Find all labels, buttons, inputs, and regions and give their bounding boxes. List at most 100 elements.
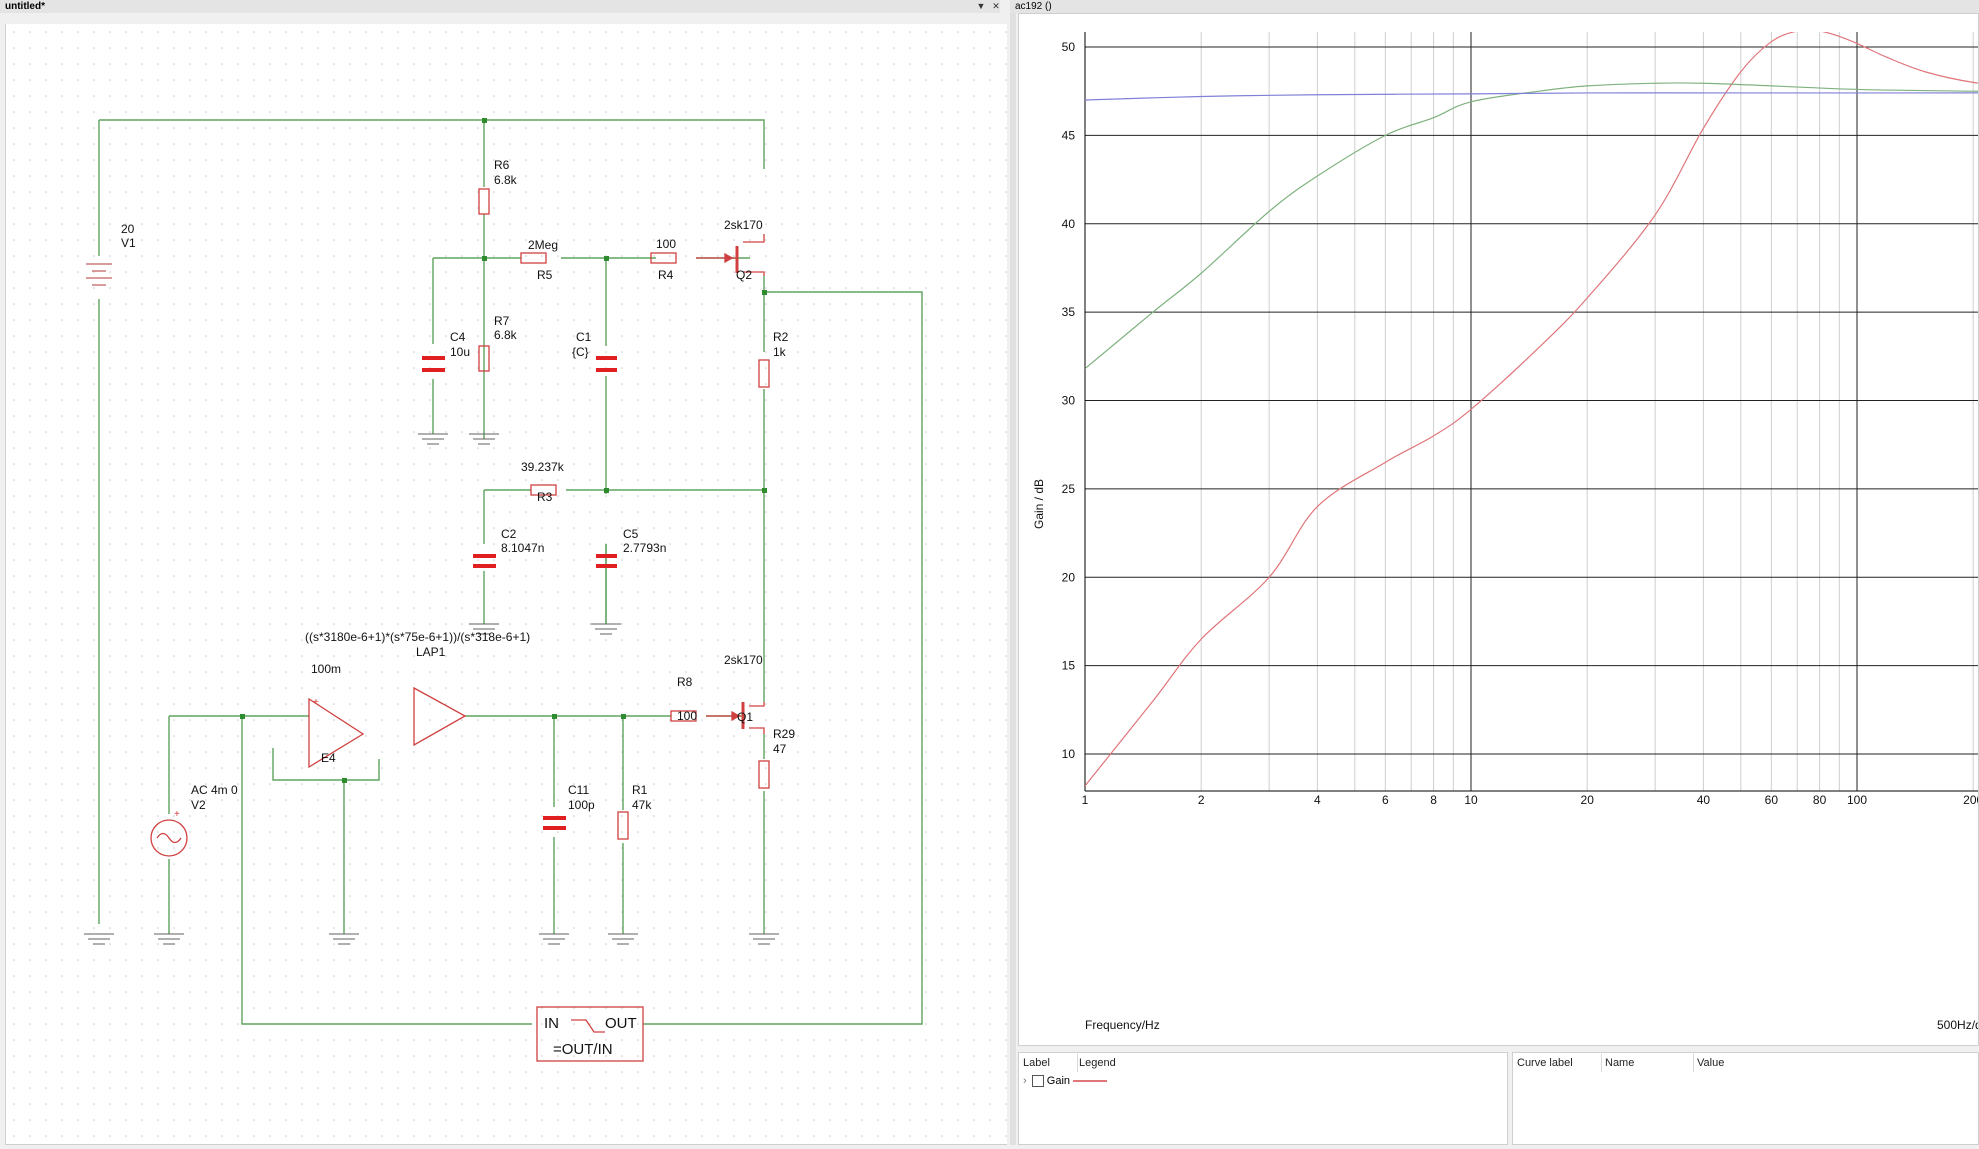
legend-row-gain[interactable]: › Gain xyxy=(1023,1075,1108,1089)
r7-ref: R7 xyxy=(494,314,510,328)
x-tick-label: 20 xyxy=(1581,793,1595,807)
capacitors xyxy=(422,356,617,830)
v2-value: AC 4m 0 xyxy=(191,783,238,797)
dropdown-icon[interactable]: ▼ xyxy=(976,1,986,11)
legend-legend-header: Legend xyxy=(1079,1057,1116,1069)
series-line-0 xyxy=(1085,32,1979,787)
legend-checkbox[interactable] xyxy=(1031,1075,1044,1088)
probe-expression: =OUT/IN xyxy=(553,1041,613,1058)
r29-value: 47 xyxy=(773,742,787,756)
c11-ref: C11 xyxy=(568,783,589,797)
x-tick-label: 60 xyxy=(1765,793,1779,807)
curve-name-header: Name xyxy=(1605,1057,1635,1069)
r3-ref: R3 xyxy=(537,490,553,504)
x-tick-label: 40 xyxy=(1697,793,1711,807)
y-tick-label: 15 xyxy=(1062,659,1076,673)
q2-ref: Q2 xyxy=(736,268,752,282)
curve-label-header: Curve label xyxy=(1517,1057,1573,1069)
lap1-ref: LAP1 xyxy=(416,645,446,659)
v1-value: 20 xyxy=(121,222,135,236)
c5-value: 2.7793n xyxy=(623,541,666,555)
r4-ref: R4 xyxy=(658,268,674,282)
grounds xyxy=(84,433,779,945)
x-tick-label: 4 xyxy=(1314,793,1321,807)
c2-value: 8.1047n xyxy=(501,541,544,555)
components xyxy=(86,188,770,1062)
schematic-title-bar: untitled* xyxy=(0,0,1000,13)
opamp-plus-sign: + xyxy=(313,697,319,708)
r5-value: 2Meg xyxy=(528,238,558,252)
legend-label-header: Label xyxy=(1023,1057,1050,1069)
junctions xyxy=(240,118,767,783)
close-icon[interactable]: ✕ xyxy=(992,1,1000,11)
c2-ref: C2 xyxy=(501,527,517,541)
y-axis-label: Gain / dB xyxy=(1032,479,1046,529)
probe-block[interactable]: IN OUT =OUT/IN xyxy=(544,1015,637,1058)
r3-value: 39.237k xyxy=(521,460,565,474)
column-divider xyxy=(1693,1054,1694,1072)
r8-ref: R8 xyxy=(677,675,693,689)
y-tick-label: 45 xyxy=(1062,128,1076,142)
q1-value: 2sk170 xyxy=(724,653,763,667)
legend-row-label: Gain xyxy=(1046,1075,1071,1087)
y-tick-label: 25 xyxy=(1062,482,1076,496)
v1-ref: V1 xyxy=(121,236,136,250)
y-tick-label: 20 xyxy=(1062,570,1076,584)
v2-ref: V2 xyxy=(191,798,206,812)
panel-splitter[interactable] xyxy=(1010,13,1016,1145)
legend-swatch xyxy=(1073,1080,1108,1083)
x-tick-label: 100 xyxy=(1847,793,1867,807)
component-labels: 20 V1 R6 6.8k 2Meg R5 100 R4 2sk170 Q2 C… xyxy=(121,158,795,820)
c11-value: 100p xyxy=(568,798,595,812)
series-line-2 xyxy=(1085,92,1979,101)
graph-panel[interactable]: 1246810204060801002004006008001k2k4k 101… xyxy=(1018,13,1979,1046)
curve-panel[interactable]: Curve label Name Value xyxy=(1512,1052,1979,1145)
c5-ref: C5 xyxy=(623,527,639,541)
x-tick-label: 200 xyxy=(1963,793,1978,807)
r2-ref: R2 xyxy=(773,330,789,344)
x-tick-labels: 1246810204060801002004006008001k2k4k xyxy=(1082,793,1979,807)
r1-ref: R1 xyxy=(632,783,648,797)
x-tick-label: 10 xyxy=(1464,793,1478,807)
q1-ref: Q1 xyxy=(737,710,753,724)
x-tick-label: 8 xyxy=(1430,793,1437,807)
column-divider xyxy=(1077,1054,1078,1072)
probe-in-label: IN xyxy=(544,1015,559,1032)
c4-ref: C4 xyxy=(450,330,466,344)
r4-value: 100 xyxy=(656,237,676,251)
y-tick-label: 50 xyxy=(1062,40,1076,54)
r29-ref: R29 xyxy=(773,727,795,741)
c1-value: {C} xyxy=(572,345,589,359)
e4-ref: E4 xyxy=(321,751,336,765)
major-grid xyxy=(1084,32,1979,792)
lap1-expression: ((s*3180e-6+1)*(s*75e-6+1))/(s*318e-6+1) xyxy=(305,630,530,644)
r2-value: 1k xyxy=(773,345,787,359)
probe-out-label: OUT xyxy=(605,1015,637,1032)
schematic-svg: 20 V1 R6 6.8k 2Meg R5 100 R4 2sk170 Q2 C… xyxy=(6,24,1007,1144)
schematic-title: untitled* xyxy=(5,1,45,12)
series-line-1 xyxy=(1085,82,1979,370)
c4-value: 10u xyxy=(450,345,470,359)
r6-ref: R6 xyxy=(494,158,510,172)
legend-panel[interactable]: Label Legend › Gain xyxy=(1018,1052,1508,1145)
r8-value: 100 xyxy=(677,709,697,723)
y-tick-label: 30 xyxy=(1062,394,1076,408)
minor-grid xyxy=(1200,32,1974,791)
x-tick-label: 2 xyxy=(1198,793,1205,807)
x-axis-label: Frequency/Hz xyxy=(1085,1018,1160,1032)
x-scale-label: 500Hz/d xyxy=(1937,1018,1978,1032)
graph-title: ac192 () xyxy=(1015,1,1052,12)
e4-value: 100m xyxy=(311,662,341,676)
r1-value: 47k xyxy=(632,798,652,812)
schematic-canvas[interactable]: 20 V1 R6 6.8k 2Meg R5 100 R4 2sk170 Q2 C… xyxy=(5,24,1007,1145)
c1-ref: C1 xyxy=(576,330,592,344)
graph-title-bar: ac192 () xyxy=(1010,0,1979,13)
expand-icon[interactable]: › xyxy=(1023,1075,1027,1087)
x-tick-label: 6 xyxy=(1382,793,1389,807)
gain-chart[interactable]: 1246810204060801002004006008001k2k4k 101… xyxy=(1019,14,1979,1045)
r7-value: 6.8k xyxy=(494,328,518,342)
chart-series xyxy=(1085,32,1979,787)
column-divider xyxy=(1601,1054,1602,1072)
x-tick-label: 1 xyxy=(1082,793,1089,807)
